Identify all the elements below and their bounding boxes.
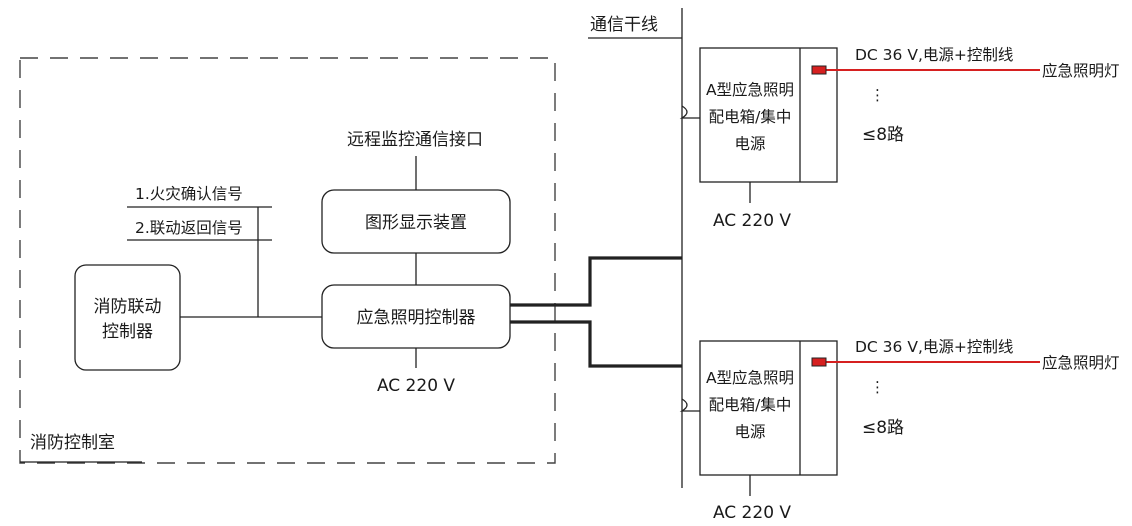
fire-control-room-label: 消防控制室 <box>30 433 115 453</box>
distribution-box-1-line1: A型应急照明 <box>706 80 794 99</box>
bus-tap-box2 <box>679 398 700 412</box>
linkage-return-signal-label: 2.联动返回信号 <box>135 219 243 237</box>
distribution-box-1-line3: 电源 <box>734 135 765 153</box>
distribution-box-1: A型应急照明 配电箱/集中 电源 AC 220 V DC 36 V,电源+控制线… <box>699 46 1120 231</box>
controller-power-label: AC 220 V <box>377 376 455 396</box>
bus-tap-box1 <box>679 105 700 119</box>
emergency-lighting-controller-label: 应急照明控制器 <box>357 308 476 328</box>
distribution-box-2-lamp-label: 应急照明灯 <box>1042 353 1120 372</box>
distribution-box-1-dots: ⋮ <box>870 86 885 104</box>
fire-control-room-boundary <box>19 57 556 464</box>
distribution-box-2-circuits: ≤8路 <box>862 418 904 438</box>
remote-monitoring-interface-label: 远程监控通信接口 <box>347 130 483 150</box>
fire-linkage-controller-box <box>74 264 181 371</box>
distribution-box-1-fuse <box>811 65 827 75</box>
distribution-box-1-power-label: AC 220 V <box>713 211 791 231</box>
distribution-box-1-circuits: ≤8路 <box>862 125 904 145</box>
fire-linkage-controller-line1: 消防联动 <box>94 297 162 317</box>
controller-to-bus-link <box>510 256 682 307</box>
distribution-box-2-output-label: DC 36 V,电源+控制线 <box>855 338 1013 356</box>
fire-confirm-signal-label: 1.火灾确认信号 <box>135 185 243 203</box>
distribution-box-1-line2: 配电箱/集中 <box>709 108 792 126</box>
distribution-box-2-power-label: AC 220 V <box>713 503 791 523</box>
distribution-box-2-line3: 电源 <box>734 423 765 441</box>
controller-to-box2-link <box>510 320 682 368</box>
distribution-box-2-fuse <box>811 357 827 367</box>
distribution-box-2-line1: A型应急照明 <box>706 368 794 387</box>
distribution-box-2-line2: 配电箱/集中 <box>709 396 792 414</box>
communication-trunk-label: 通信干线 <box>590 15 658 35</box>
graphic-display-device-label: 图形显示装置 <box>365 213 467 233</box>
distribution-box-1-lamp-label: 应急照明灯 <box>1042 61 1120 80</box>
distribution-box-2: A型应急照明 配电箱/集中 电源 AC 220 V DC 36 V,电源+控制线… <box>699 338 1120 523</box>
distribution-box-1-output-label: DC 36 V,电源+控制线 <box>855 46 1013 64</box>
fire-linkage-controller-line2: 控制器 <box>102 322 153 342</box>
distribution-box-2-dots: ⋮ <box>870 378 885 396</box>
